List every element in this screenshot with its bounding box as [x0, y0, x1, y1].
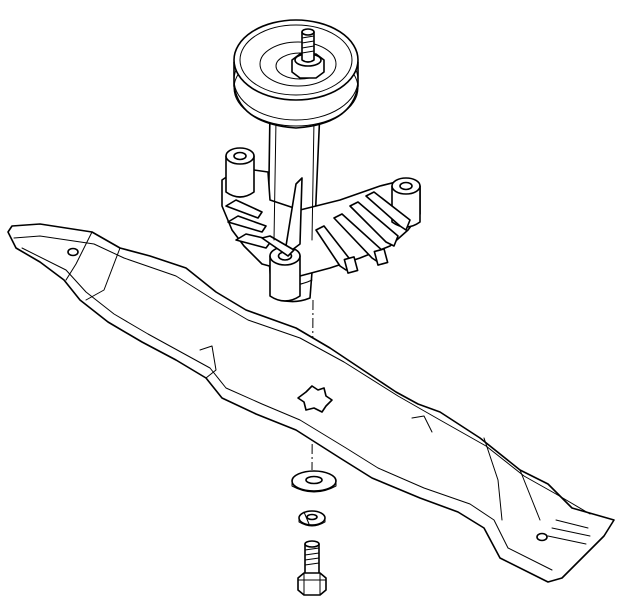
blade-hole-right: [536, 532, 548, 542]
blade-hole-left: [67, 247, 79, 257]
flat-washer: [291, 470, 337, 493]
mower-blade: [7, 223, 615, 583]
blade-star-hole: [297, 385, 333, 413]
lock-washer: [298, 510, 326, 527]
spindle-assembly: [221, 19, 421, 303]
hex-bolt: [297, 540, 327, 596]
